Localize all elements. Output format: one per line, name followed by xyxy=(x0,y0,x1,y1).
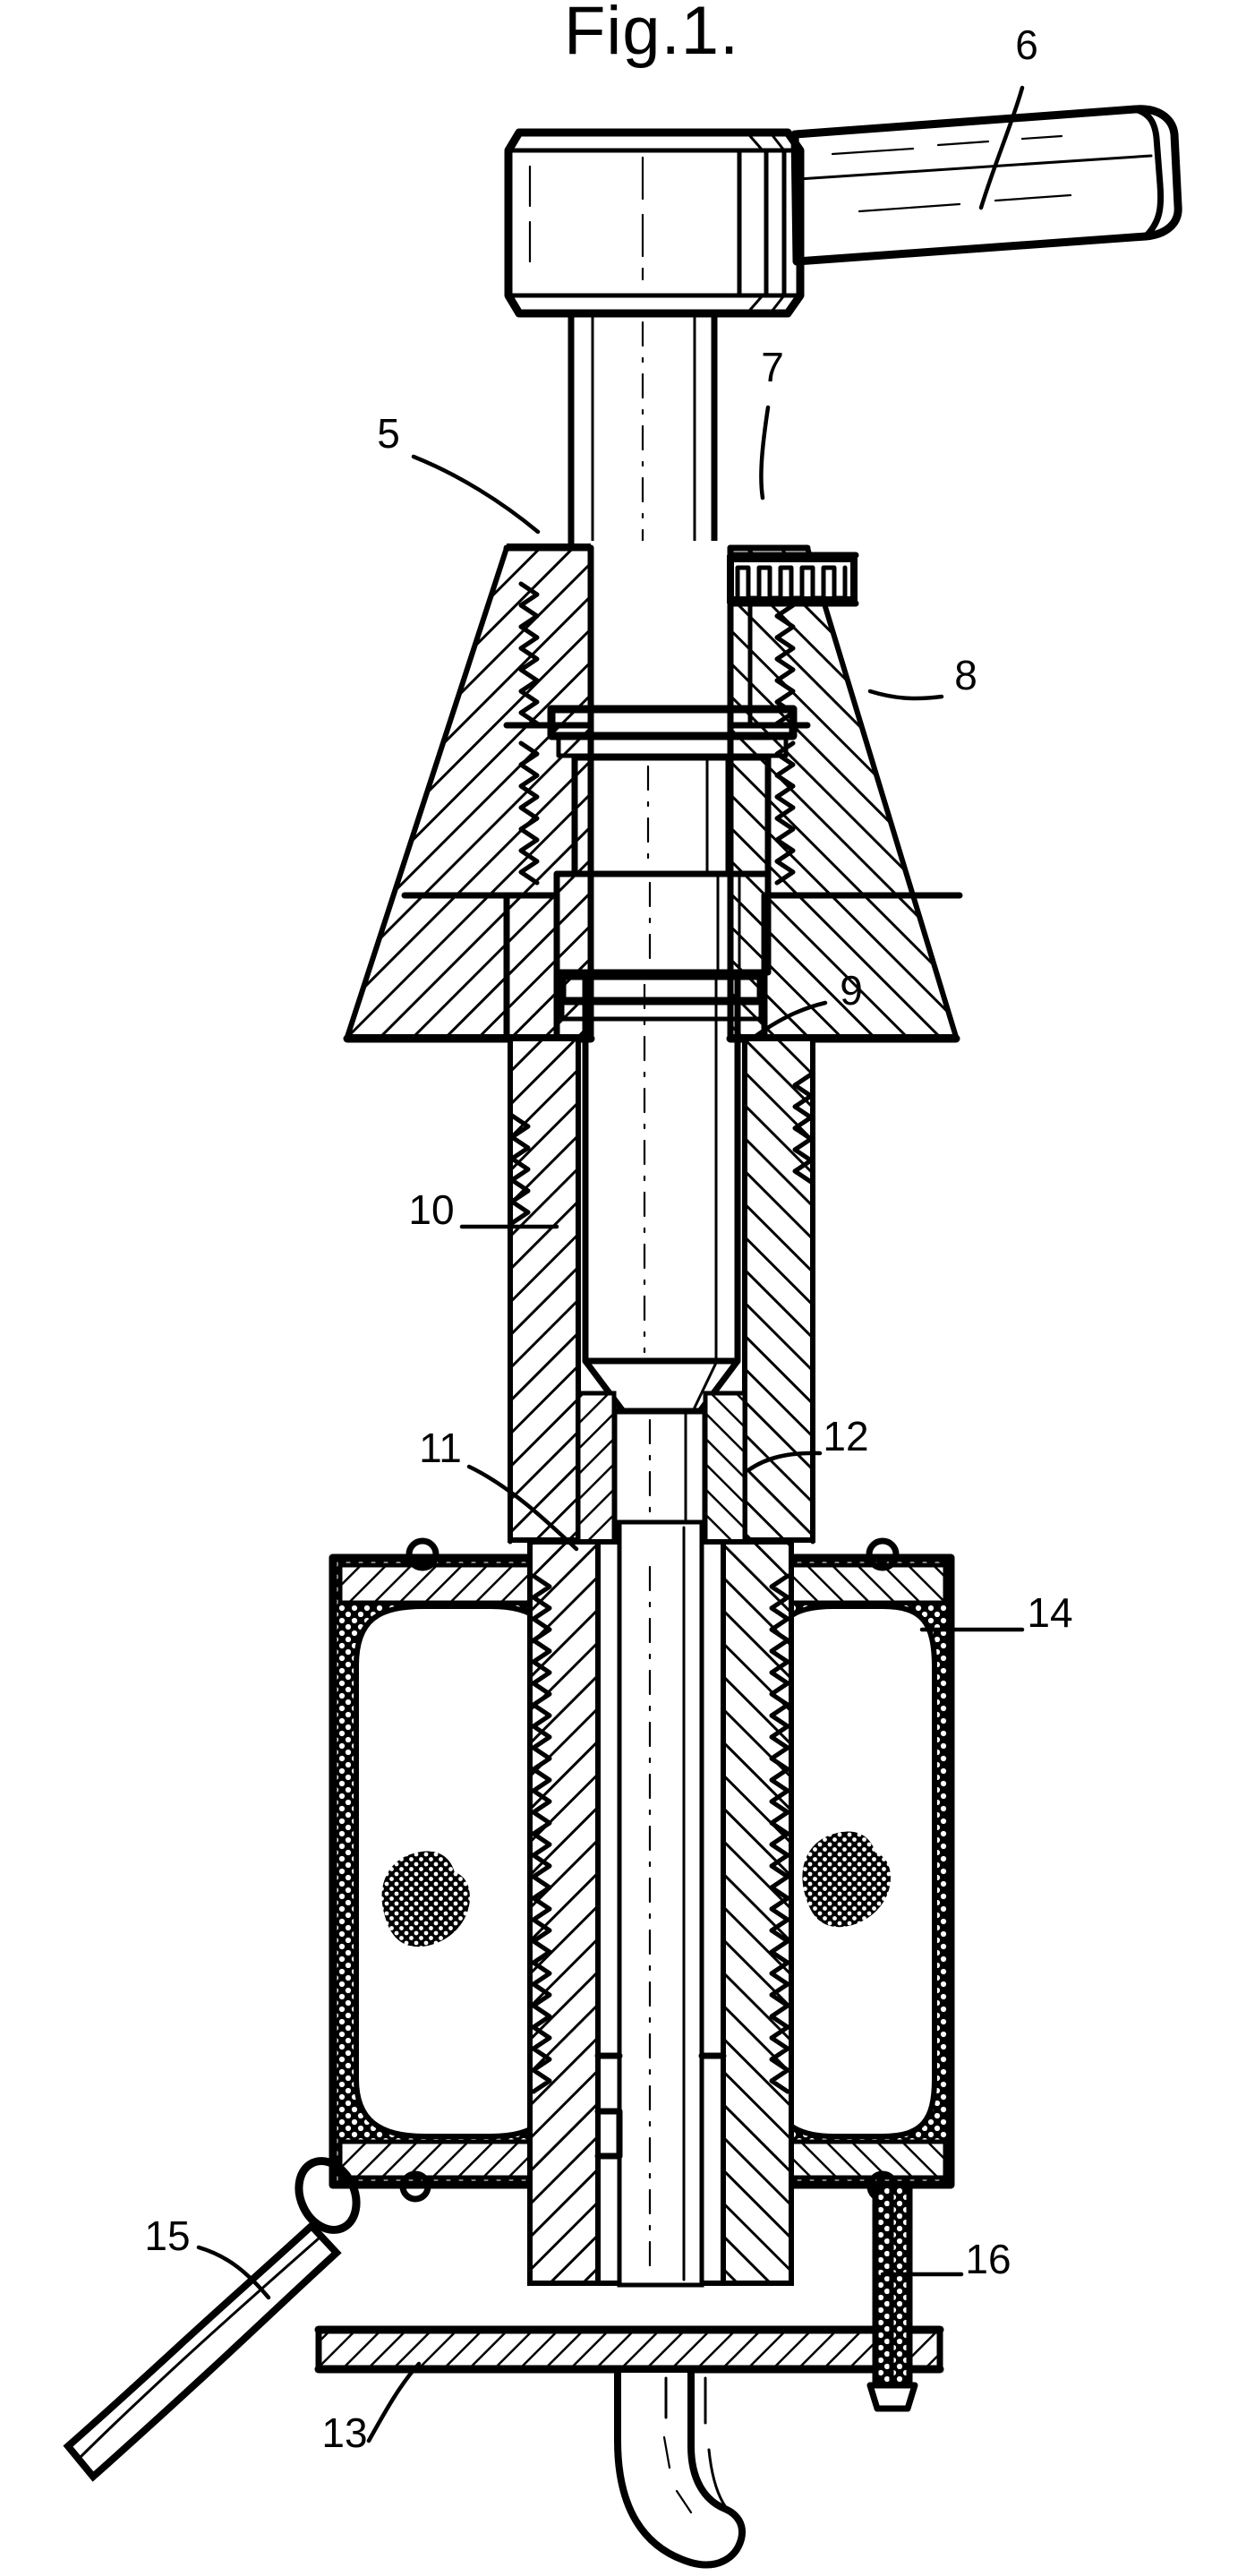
reference-numerals-layer: 6 7 5 8 9 10 11 12 14 15 16 13 xyxy=(144,21,1072,2456)
outlet-spout xyxy=(614,2366,746,2569)
ref-num-12: 12 xyxy=(823,1413,868,1459)
ref-num-10: 10 xyxy=(408,1186,454,1233)
barrel-thread-right xyxy=(792,1072,814,1185)
ref-num-8: 8 xyxy=(954,652,977,698)
column-thread-right xyxy=(769,1573,790,2094)
ref-num-7: 7 xyxy=(761,344,784,390)
thread-right xyxy=(774,581,796,886)
ref-num-6: 6 xyxy=(1015,21,1038,68)
flexible-hose xyxy=(63,2157,361,2482)
leader-9 xyxy=(749,1000,828,1041)
spindle-knob xyxy=(504,128,805,318)
figure-title: Fig.1. xyxy=(564,0,739,69)
reservoir-vessel xyxy=(329,1537,955,2203)
ref-num-11: 11 xyxy=(419,1425,462,1471)
leader-5 xyxy=(411,454,541,535)
ref-num-15: 15 xyxy=(144,2212,190,2259)
bolt xyxy=(866,2181,918,2412)
central-column xyxy=(527,1519,794,2288)
leader-13 xyxy=(366,2361,422,2443)
ref-num-16: 16 xyxy=(965,2236,1011,2282)
leader-11 xyxy=(466,1464,579,1552)
barrel-body xyxy=(508,971,815,1558)
hose-nipple xyxy=(294,2157,361,2234)
spindle-collar-upper xyxy=(547,705,798,758)
leader-15 xyxy=(196,2245,271,2300)
ref-num-9: 9 xyxy=(840,967,863,1014)
base-plate xyxy=(314,2325,944,2374)
column-thread-left xyxy=(531,1573,552,2094)
thread-left xyxy=(518,581,540,886)
handle-lever xyxy=(790,105,1182,266)
leader-7 xyxy=(759,405,771,501)
leader-12 xyxy=(746,1451,823,1473)
leader-8 xyxy=(867,689,944,701)
ref-num-13: 13 xyxy=(321,2409,367,2456)
leader-6 xyxy=(978,85,1025,210)
ref-num-14: 14 xyxy=(1027,1589,1072,1636)
barrel-thread-left xyxy=(509,1113,531,1226)
ref-num-5: 5 xyxy=(377,410,400,457)
